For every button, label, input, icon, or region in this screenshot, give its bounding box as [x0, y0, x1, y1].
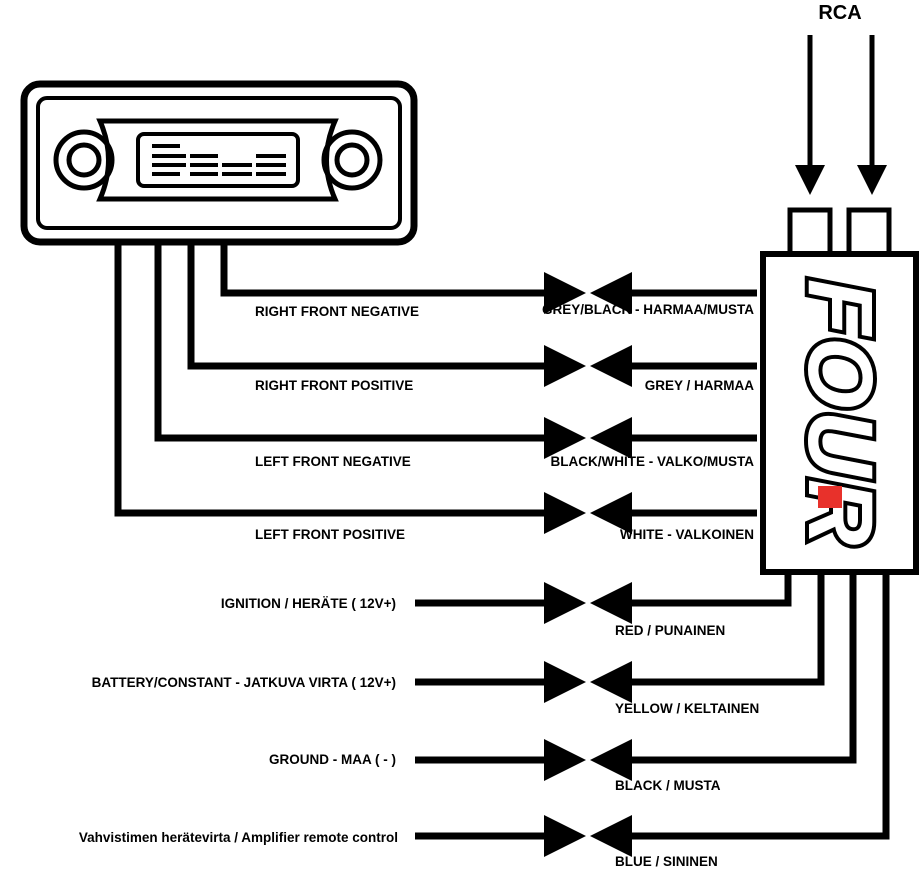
label-right-front-negative: RIGHT FRONT NEGATIVE: [255, 304, 419, 319]
label-ground: GROUND - MAA ( - ): [269, 752, 396, 767]
wire-yellow-module: [590, 572, 825, 703]
speaker-wires: [114, 242, 757, 534]
rca-jack-right: [846, 207, 892, 257]
wire-black-module: [590, 572, 857, 781]
wire-red-module: [590, 572, 792, 624]
car-radio-icon: [20, 80, 418, 246]
wire-left-front-positive-radio: [114, 242, 586, 534]
wire-right-front-positive-radio: [187, 242, 586, 387]
wire-right-front-negative-radio: [220, 242, 586, 314]
wire-left-front-negative-radio: [154, 242, 586, 459]
interface-module: FOUR: [760, 207, 919, 575]
label-black-white: BLACK/WHITE - VALKO/MUSTA: [551, 454, 755, 469]
logo-accent-square: [818, 486, 842, 508]
rca-label: RCA: [818, 2, 861, 24]
label-black: BLACK / MUSTA: [615, 778, 721, 793]
label-red: RED / PUNAINEN: [615, 623, 725, 638]
label-ignition: IGNITION / HERÄTE ( 12V+): [221, 596, 396, 611]
label-battery: BATTERY/CONSTANT - JATKUVA VIRTA ( 12V+): [92, 675, 396, 690]
label-grey: GREY / HARMAA: [645, 378, 755, 393]
label-yellow: YELLOW / KELTAINEN: [615, 701, 759, 716]
label-left-front-positive: LEFT FRONT POSITIVE: [255, 527, 405, 542]
label-amplifier-remote: Vahvistimen herätevirta / Amplifier remo…: [79, 830, 398, 845]
label-white: WHITE - VALKOINEN: [620, 527, 754, 542]
label-left-front-negative: LEFT FRONT NEGATIVE: [255, 454, 411, 469]
power-wires: [415, 572, 890, 857]
label-right-front-positive: RIGHT FRONT POSITIVE: [255, 378, 413, 393]
label-grey-black: GREY/BLACK - HARMAA/MUSTA: [542, 302, 754, 317]
rca-jack-left: [787, 207, 833, 257]
label-blue: BLUE / SININEN: [615, 854, 718, 869]
wire-blue-module: [590, 572, 890, 857]
radio-display-bars-icon: [152, 144, 286, 176]
